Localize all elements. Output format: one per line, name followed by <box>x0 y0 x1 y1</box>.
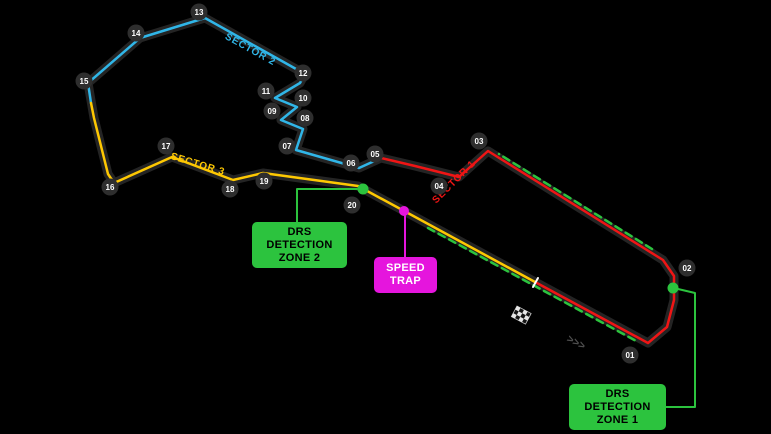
turn-number: 08 <box>301 114 310 123</box>
speed-trap-label-line: TRAP <box>389 275 422 287</box>
turn-number: 02 <box>683 264 692 273</box>
turn-marker-01: 01 <box>621 346 639 364</box>
turn-number: 17 <box>162 142 171 151</box>
turn-marker-20: 20 <box>343 196 361 214</box>
turn-marker-15: 15 <box>75 72 93 90</box>
turn-number: 13 <box>195 8 204 17</box>
drs2-label-line: DRS <box>287 225 312 238</box>
sector-3-line <box>89 101 537 284</box>
drs2-label-line: DETECTION <box>266 238 333 251</box>
turn-marker-18: 18 <box>221 180 239 198</box>
sector-label-3: SECTOR 3 <box>169 151 226 178</box>
turn-number: 10 <box>299 94 308 103</box>
turn-number: 20 <box>348 201 357 210</box>
turn-number: 07 <box>283 142 292 151</box>
turn-number: 18 <box>226 185 235 194</box>
turn-number: 19 <box>260 177 269 186</box>
start-finish-line <box>532 277 539 288</box>
turn-number: 05 <box>371 150 380 159</box>
turn-marker-06: 06 <box>342 154 360 172</box>
turn-marker-08: 08 <box>296 109 314 127</box>
drs-detection-point-1 <box>667 282 679 294</box>
drs1-label-line: DRS <box>605 387 630 400</box>
turn-marker-17: 17 <box>157 137 175 155</box>
speed-trap-label-line: SPEED <box>386 262 425 274</box>
turn-marker-05: 05 <box>366 145 384 163</box>
turn-marker-11: 11 <box>257 82 275 100</box>
turn-number: 16 <box>106 183 115 192</box>
turn-number: 12 <box>299 69 308 78</box>
drs1-connector-line <box>665 288 696 408</box>
turn-marker-19: 19 <box>255 172 273 190</box>
turn-number: 14 <box>132 29 141 38</box>
turn-marker-16: 16 <box>101 178 119 196</box>
drs-detection-zone-2-label: DRS DETECTION ZONE 2 <box>252 222 347 268</box>
drs2-label-line: ZONE 2 <box>278 251 321 264</box>
turn-marker-13: 13 <box>190 3 208 21</box>
turn-number: 01 <box>626 351 635 360</box>
drs1-label-line: ZONE 1 <box>596 413 639 426</box>
turn-marker-07: 07 <box>278 137 296 155</box>
drs-detection-zone-1-label: DRS DETECTION ZONE 1 <box>569 384 666 430</box>
turn-number: 04 <box>435 182 444 191</box>
turn-number: 15 <box>80 77 89 86</box>
turn-marker-02: 02 <box>678 259 696 277</box>
direction-chevrons: >>> <box>565 333 588 353</box>
drs1-label-line: DETECTION <box>584 400 651 413</box>
turn-number: 11 <box>262 87 271 96</box>
turn-marker-10: 10 <box>294 89 312 107</box>
turn-marker-09: 09 <box>263 102 281 120</box>
turn-number: 06 <box>347 159 356 168</box>
turn-marker-04: 04 <box>430 177 448 195</box>
drs-detection-point-2 <box>357 183 369 195</box>
turn-marker-14: 14 <box>127 24 145 42</box>
turn-number: 09 <box>268 107 277 116</box>
speed-trap-point <box>399 206 409 216</box>
turn-marker-12: 12 <box>294 64 312 82</box>
turn-marker-03: 03 <box>470 132 488 150</box>
checkered-flag-icon <box>510 305 532 325</box>
turn-number: 03 <box>475 137 484 146</box>
track-outline <box>83 13 679 348</box>
drs2-connector-line <box>296 188 358 223</box>
speed-trap-label: SPEED TRAP <box>374 257 437 293</box>
drs-zone-1-dashes <box>497 152 654 251</box>
sector-1-line <box>379 149 676 345</box>
